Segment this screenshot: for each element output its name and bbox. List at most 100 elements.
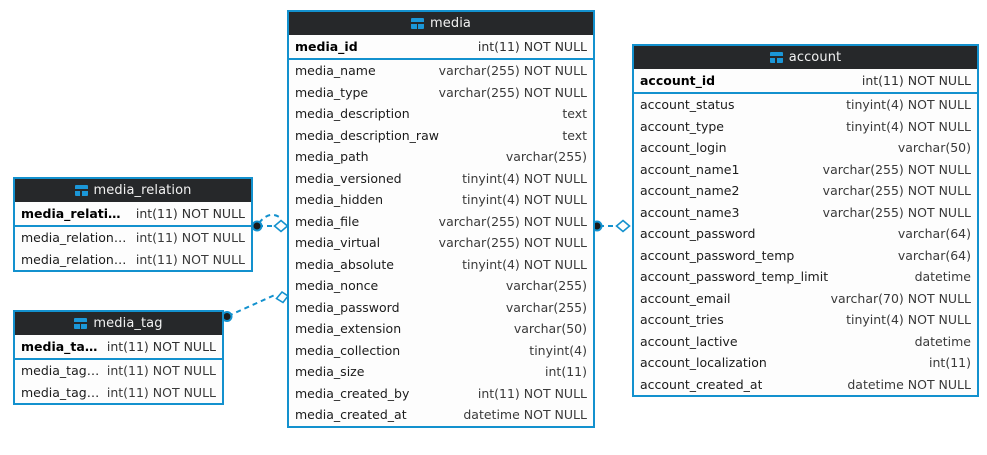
field-name: account_password_temp — [640, 247, 795, 263]
field-type: int(11) NOT NULL — [106, 339, 216, 354]
entity-media_tag-title: media_tag — [93, 316, 163, 331]
entity-account-primary-key-section: account_id int(11) NOT NULL — [634, 69, 977, 94]
field-row[interactable]: media_collection tinyint(4) — [289, 340, 593, 362]
entity-media_relation-fields: media_relation_src int(11) NOT NULL media… — [15, 227, 251, 270]
entity-account[interactable]: account account_id int(11) NOT NULL acco… — [632, 44, 979, 397]
table-icon — [74, 318, 88, 329]
field-type: varchar(255) NOT NULL — [822, 183, 971, 199]
field-name: media_description_raw — [295, 127, 439, 143]
field-type: int(11) NOT NULL — [135, 230, 245, 246]
field-type: varchar(255) NOT NULL — [822, 204, 971, 220]
table-icon — [74, 185, 88, 196]
field-name: media_tag_dst — [21, 384, 100, 400]
field-type: varchar(50) — [897, 140, 971, 156]
field-type: tinyint(4) NOT NULL — [846, 118, 971, 134]
field-row[interactable]: media_relation_src int(11) NOT NULL — [15, 227, 251, 249]
field-row[interactable]: media_relation_dst int(11) NOT NULL — [15, 249, 251, 271]
field-type: int(11) NOT NULL — [861, 73, 971, 88]
entity-account-header[interactable]: account — [634, 46, 977, 69]
field-type: tinyint(4) NOT NULL — [462, 192, 587, 208]
field-type: int(11) NOT NULL — [477, 385, 587, 401]
field-type: text — [562, 127, 587, 143]
field-row[interactable]: account_name1 varchar(255) NOT NULL — [634, 159, 977, 181]
field-name: media_relation_src — [21, 230, 129, 246]
field-type: tinyint(4) — [529, 342, 587, 358]
field-type: datetime NOT NULL — [463, 407, 587, 423]
entity-account-fields: account_status tinyint(4) NOT NULL accoun… — [634, 94, 977, 395]
field-name: account_name1 — [640, 161, 740, 177]
entity-media_relation-primary-key-section: media_relation_id int(11) NOT NULL — [15, 202, 251, 227]
field-type: varchar(255) — [505, 299, 587, 315]
field-row[interactable]: media_created_at datetime NOT NULL — [289, 404, 593, 426]
field-type: varchar(64) — [897, 247, 971, 263]
field-name: account_name3 — [640, 204, 740, 220]
field-row[interactable]: media_description_raw text — [289, 125, 593, 147]
field-name: media_created_at — [295, 407, 407, 423]
field-name: media_nonce — [295, 278, 379, 294]
field-row[interactable]: media_versioned tinyint(4) NOT NULL — [289, 168, 593, 190]
field-type: varchar(255) — [505, 149, 587, 165]
entity-media_tag[interactable]: media_tag media_tag_id int(11) NOT NULL … — [13, 310, 224, 405]
field-type: varchar(255) — [505, 278, 587, 294]
field-type: int(11) NOT NULL — [135, 251, 245, 267]
field-row-primary-key[interactable]: media_tag_id int(11) NOT NULL — [15, 335, 222, 358]
field-type: datetime NOT NULL — [847, 376, 971, 392]
field-name: media_relation_dst — [21, 251, 129, 267]
entity-media-title: media — [430, 16, 471, 31]
field-row[interactable]: account_name3 varchar(255) NOT NULL — [634, 202, 977, 224]
field-name: media_absolute — [295, 256, 394, 272]
field-row-primary-key[interactable]: media_id int(11) NOT NULL — [289, 35, 593, 58]
field-name: account_password_temp_limit — [640, 269, 829, 285]
field-type: datetime — [914, 333, 971, 349]
entity-media_tag-header[interactable]: media_tag — [15, 312, 222, 335]
entity-media_relation-header[interactable]: media_relation — [15, 179, 251, 202]
field-row-primary-key[interactable]: account_id int(11) NOT NULL — [634, 69, 977, 92]
entity-media[interactable]: media media_id int(11) NOT NULL media_na… — [287, 10, 595, 428]
field-name: media_collection — [295, 342, 401, 358]
field-type: tinyint(4) NOT NULL — [462, 170, 587, 186]
field-row[interactable]: media_nonce varchar(255) — [289, 275, 593, 297]
field-name: account_status — [640, 97, 735, 113]
field-type: varchar(255) NOT NULL — [438, 235, 587, 251]
field-row-primary-key[interactable]: media_relation_id int(11) NOT NULL — [15, 202, 251, 225]
field-type: int(11) — [545, 364, 587, 380]
field-name: media_type — [295, 84, 369, 100]
field-name: media_virtual — [295, 235, 381, 251]
entity-media-header[interactable]: media — [289, 12, 593, 35]
field-type: varchar(64) — [897, 226, 971, 242]
field-type: varchar(255) NOT NULL — [822, 161, 971, 177]
field-name: media_versioned — [295, 170, 402, 186]
field-row[interactable]: account_status tinyint(4) NOT NULL — [634, 94, 977, 116]
entity-media_relation[interactable]: media_relation media_relation_id int(11)… — [13, 177, 253, 272]
field-row[interactable]: media_virtual varchar(255) NOT NULL — [289, 232, 593, 254]
field-row[interactable]: account_password_temp varchar(64) — [634, 245, 977, 267]
field-name: media_id — [295, 39, 358, 54]
field-type: tinyint(4) NOT NULL — [846, 97, 971, 113]
